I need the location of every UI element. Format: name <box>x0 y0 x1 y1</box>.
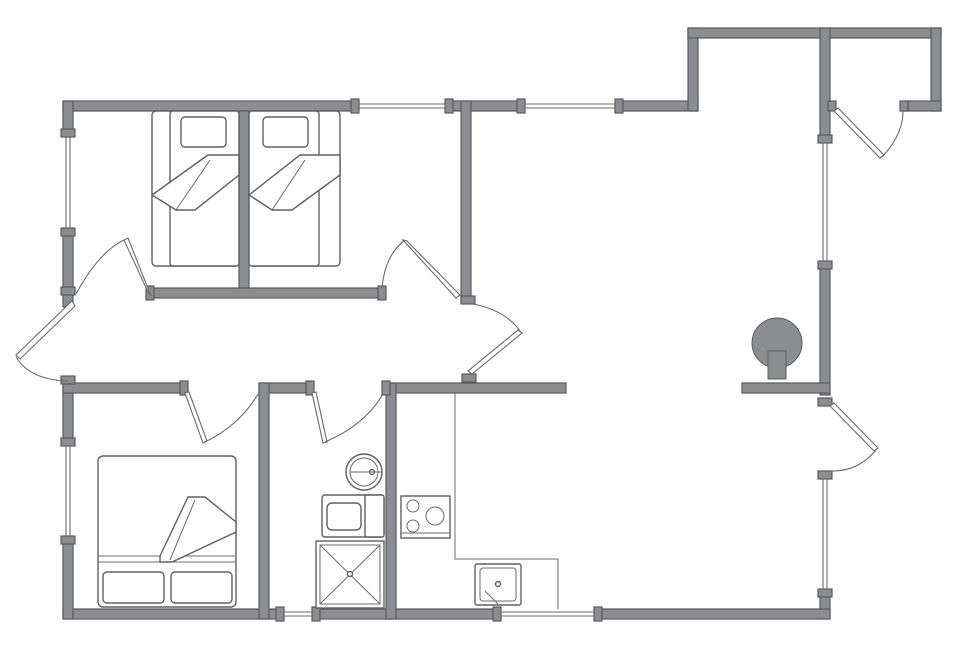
wall-double-top <box>62 382 186 394</box>
door-side <box>829 402 879 472</box>
wall-stove-ledge <box>741 382 831 394</box>
wall-bedroom-left-middle <box>62 231 74 308</box>
door-bedroom-twin-right <box>381 239 461 299</box>
door-living <box>467 303 523 375</box>
kitchen-sink <box>474 563 522 606</box>
double-bed <box>97 455 237 608</box>
wall-bottom-bedroom <box>62 608 282 620</box>
twin-bed-left <box>150 110 240 267</box>
wall-bottom-bath <box>316 608 393 620</box>
door-bedroom-double <box>184 391 259 444</box>
wood-stove <box>751 317 803 380</box>
wall-bed-divider <box>238 110 250 289</box>
wall-bedroom-bottom <box>149 287 384 299</box>
wall-divider-vertical <box>460 100 472 302</box>
wall-right-middle <box>819 264 831 396</box>
shower <box>315 540 385 609</box>
doors <box>15 107 904 472</box>
counter-outline <box>454 393 559 609</box>
wall-bottom-living <box>597 608 831 620</box>
wall-storage-top <box>687 27 942 39</box>
wall-bedroom-top <box>62 100 357 112</box>
wall-kitchen-top <box>385 382 567 394</box>
door-storage <box>833 107 904 159</box>
washbasin <box>345 453 383 491</box>
stove <box>400 495 451 539</box>
toilet <box>321 494 385 538</box>
wall-storage-divider <box>819 27 831 141</box>
door-bedroom-twin <box>75 237 152 297</box>
wall-bath-kitchen-divider <box>385 382 397 620</box>
entrance-door <box>15 300 76 382</box>
wall-bed-bath-divider <box>258 382 270 620</box>
wall-storage-bottom-right <box>904 100 942 112</box>
door-bathroom <box>311 391 384 444</box>
windows <box>65 103 828 617</box>
wall-double-left-lower <box>62 539 74 620</box>
wall-storage-left <box>687 27 699 112</box>
wall-living-top <box>619 100 699 112</box>
wall-bottom-kitchen <box>385 608 499 620</box>
twin-bed-right <box>247 110 341 267</box>
wall-storage-right <box>930 27 942 112</box>
